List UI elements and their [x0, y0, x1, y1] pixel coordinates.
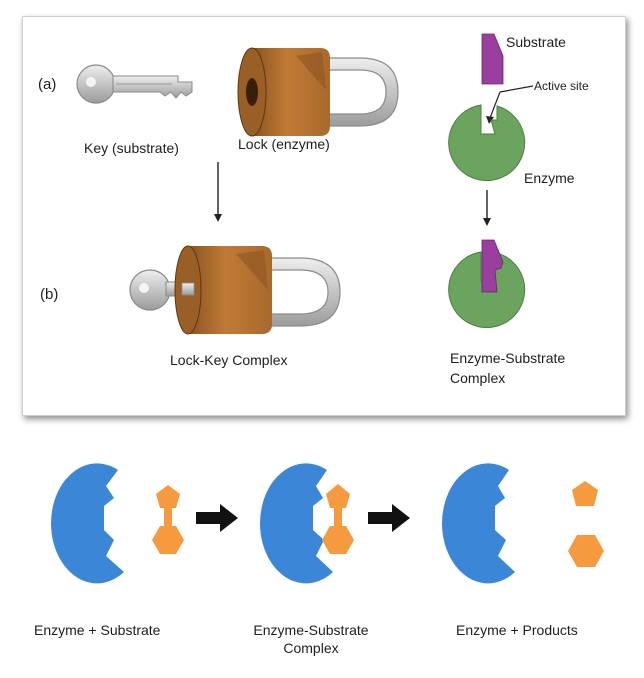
row-a-label: (a): [38, 76, 57, 93]
active-site-label: Active site: [534, 79, 589, 93]
key-label: Key (substrate): [84, 140, 179, 156]
stage3-label: Enzyme + Products: [456, 622, 578, 638]
down-arrow-left: [214, 162, 222, 222]
product-pentagon: [572, 481, 598, 506]
padlock-icon: [237, 47, 399, 137]
substrate-orange-stage1: [152, 485, 184, 554]
stage2-label-line2: Complex: [283, 640, 339, 656]
substrate-orange-stage2: [322, 484, 354, 554]
stage1-label: Enzyme + Substrate: [34, 622, 161, 638]
stage2-label-line1: Enzyme-Substrate: [253, 622, 369, 638]
enzyme-green-shape: [448, 104, 526, 181]
enzyme-label: Enzyme: [524, 170, 575, 186]
key-icon: [76, 64, 193, 104]
enzyme-blue-stage3: [442, 463, 515, 584]
substrate-shape: [481, 33, 504, 85]
right-arrow-1: [196, 504, 238, 532]
lock-key-complex-label: Lock-Key Complex: [170, 352, 288, 368]
row-b-label: (b): [40, 286, 59, 303]
product-hexagon: [568, 535, 604, 567]
enzyme-substrate-complex-green: [448, 239, 526, 328]
lock-key-complex-icon: [129, 245, 341, 335]
enzyme-blue-stage2: [260, 463, 333, 584]
active-site-pointer: [486, 85, 534, 124]
lock-label: Lock (enzyme): [238, 136, 330, 152]
es-complex-label-line2: Complex: [450, 370, 506, 386]
substrate-label: Substrate: [506, 34, 566, 50]
enzyme-blue-stage1: [51, 463, 124, 584]
right-arrow-2: [368, 504, 410, 532]
es-complex-label-line1: Enzyme-Substrate: [450, 350, 566, 366]
down-arrow-right: [483, 190, 491, 226]
